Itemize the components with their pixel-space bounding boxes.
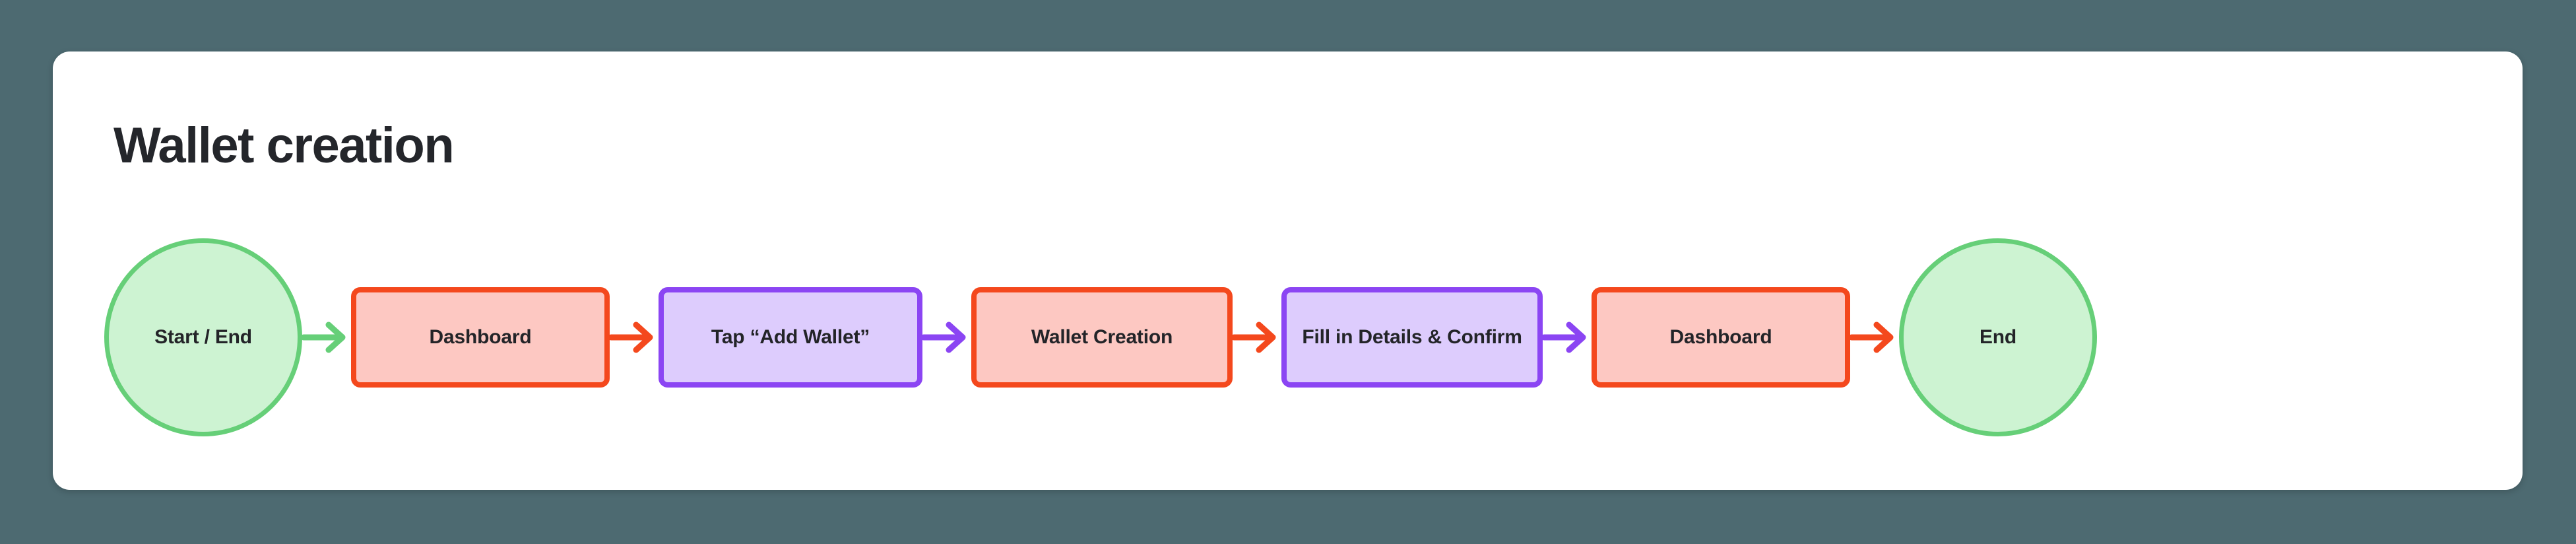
flowchart-card: Wallet creation Start / End Dashboard [53, 51, 2523, 490]
node-label: Dashboard [1669, 326, 1772, 348]
edge-arrow-fill-to-dashboard [1541, 318, 1592, 357]
node-tap-add-wallet[interactable]: Tap “Add Wallet” [659, 287, 922, 388]
node-label: Wallet Creation [1031, 326, 1173, 348]
edge-arrow-wallet-creation-to-fill [1231, 318, 1281, 357]
node-start-end[interactable]: Start / End [104, 238, 302, 436]
node-label: Dashboard [429, 326, 532, 348]
node-label: End [1979, 326, 2017, 348]
page-title: Wallet creation [113, 118, 455, 174]
node-end[interactable]: End [1899, 238, 2097, 436]
node-dashboard-1[interactable]: Dashboard [351, 287, 610, 388]
node-label: Fill in Details & Confirm [1302, 326, 1522, 348]
edge-arrow-tap-to-wallet-creation [920, 318, 971, 357]
edge-arrow-start-to-dashboard [300, 318, 351, 357]
node-label: Start / End [154, 326, 252, 348]
edge-arrow-dashboard-to-tap [608, 318, 659, 357]
node-dashboard-2[interactable]: Dashboard [1592, 287, 1850, 388]
flowchart-row: Start / End Dashboard [104, 235, 2503, 440]
edge-arrow-dashboard-to-end [1848, 318, 1899, 357]
node-wallet-creation[interactable]: Wallet Creation [971, 287, 1233, 388]
node-fill-details-confirm[interactable]: Fill in Details & Confirm [1281, 287, 1543, 388]
node-label: Tap “Add Wallet” [711, 326, 870, 348]
